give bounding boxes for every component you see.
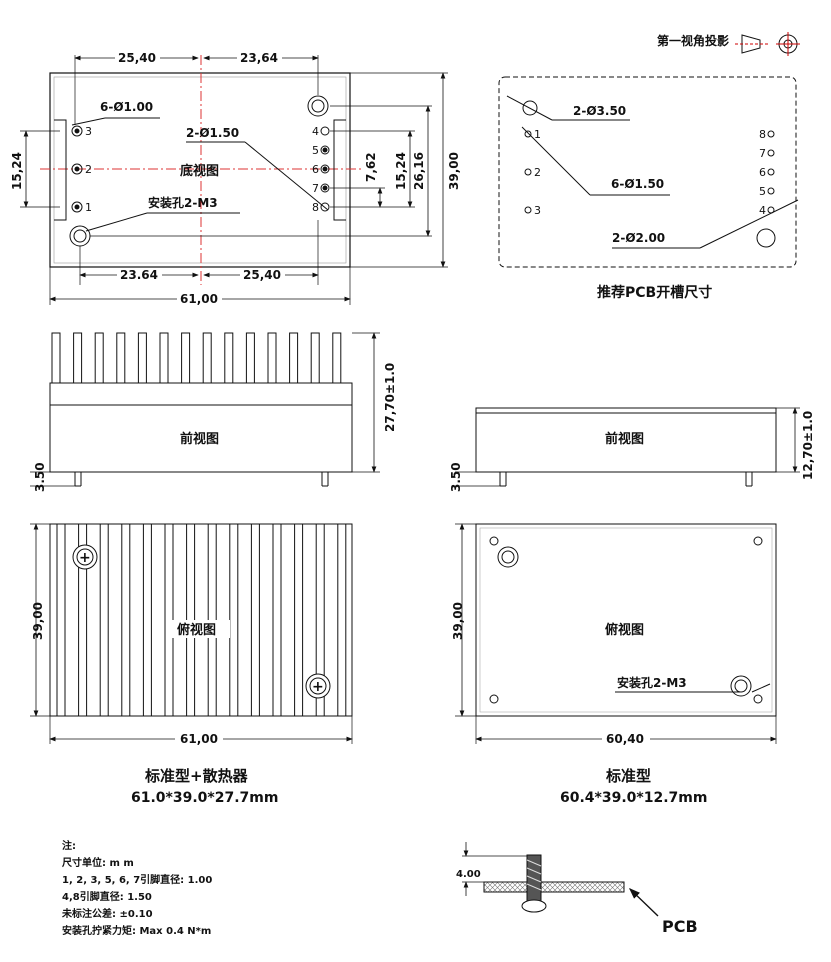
heatsink-fin <box>94 332 104 384</box>
dimension-label: 25,40 <box>243 268 281 282</box>
mount-hole-label: 安装孔2-M3 <box>148 195 218 210</box>
heatsink-fin <box>73 332 83 384</box>
pin-number: 1 <box>534 128 541 141</box>
pin-diameter-label: 2-Ø1.50 <box>186 126 239 140</box>
front-view-heatsink <box>30 332 380 487</box>
dimension-label: 3.50 <box>33 462 47 492</box>
pin-number: 7 <box>759 147 766 160</box>
note-line: 尺寸单位: m m <box>62 858 134 869</box>
pin-number: 2 <box>85 163 92 176</box>
heatsink-fin <box>202 332 212 384</box>
note-line: 未标注公差: ±0.10 <box>62 909 153 920</box>
heatsink-fin <box>332 332 342 384</box>
pin-number: 2 <box>534 166 541 179</box>
dimension-label: 15,24 <box>10 152 24 190</box>
view-title: 俯视图 <box>605 622 644 638</box>
dimension-label: 26,16 <box>412 152 426 190</box>
pin-number: 7 <box>312 182 319 195</box>
dimension-label: 39,00 <box>447 152 461 190</box>
dimension-label: 4.00 <box>456 869 481 880</box>
notes-title: 注: <box>62 841 76 852</box>
heatsink-caption: 标准型+散热器 <box>144 767 249 785</box>
dimension-label: 15,24 <box>394 152 408 190</box>
dimension-label: 39,00 <box>31 602 45 640</box>
pin-number: 4 <box>759 204 766 217</box>
note-line: 1, 2, 3, 5, 6, 7引脚直径: 1.00 <box>62 875 213 886</box>
pin-number: 3 <box>85 125 92 138</box>
pcb-layout-view: 1 2 3 8 7 6 5 4 2-Ø3.50 6-Ø1.50 2-Ø2.00 … <box>498 76 799 301</box>
pin-number: 3 <box>534 204 541 217</box>
dimension-label: 23,64 <box>240 51 278 65</box>
hole-diameter-label: 2-Ø2.00 <box>612 231 665 245</box>
projection-label: 第一视角投影 <box>657 33 729 48</box>
heatsink-fin <box>159 332 169 384</box>
pin-number: 5 <box>312 144 319 157</box>
pin-number: 6 <box>312 163 319 176</box>
heatsink-fin <box>224 332 234 384</box>
mount-detail <box>462 842 659 917</box>
front-view-standard <box>455 407 800 487</box>
heatsink-fin <box>267 332 277 384</box>
right-pins <box>320 126 330 212</box>
note-line: 安装孔拧紧力矩: Max 0.4 N*m <box>62 926 212 937</box>
hole-diameter-label: 2-Ø3.50 <box>573 104 626 118</box>
pin-number: 5 <box>759 185 766 198</box>
dimension-label: 60,40 <box>606 732 644 746</box>
pin-number: 8 <box>759 128 766 141</box>
heatsink-fin <box>181 332 191 384</box>
dimension-label: 61,00 <box>180 292 218 306</box>
view-title: 底视图 <box>180 163 219 179</box>
view-title: 前视图 <box>180 431 219 447</box>
dimension-label: 7,62 <box>364 152 378 182</box>
top-view-standard <box>455 523 777 744</box>
dimension-label: 12,70±1.0 <box>801 411 815 480</box>
heatsink-fin <box>310 332 320 384</box>
standard-caption: 标准型 <box>605 767 651 785</box>
pcb-layout-caption: 推荐PCB开槽尺寸 <box>597 284 712 301</box>
dimension-label: 23.64 <box>120 268 158 282</box>
heatsink-fin <box>289 332 299 384</box>
dimension-label: 27,70±1.0 <box>383 363 397 432</box>
pin-number: 8 <box>312 201 319 214</box>
pin-diameter-label: 6-Ø1.00 <box>100 100 153 114</box>
screw-icon: + <box>79 550 91 566</box>
note-line: 4,8引脚直径: 1.50 <box>62 892 152 903</box>
heatsink-fin <box>51 332 61 384</box>
heatsink-fin <box>245 332 255 384</box>
pin-number: 4 <box>312 125 319 138</box>
pin-number: 6 <box>759 166 766 179</box>
heatsink-size: 61.0*39.0*27.7mm <box>131 790 278 806</box>
mount-hole-label: 安装孔2-M3 <box>617 675 687 690</box>
left-pins <box>71 125 83 213</box>
standard-size: 60.4*39.0*12.7mm <box>560 790 707 806</box>
pin-number: 1 <box>85 201 92 214</box>
notes-block: 注: 尺寸单位: m m 1, 2, 3, 5, 6, 7引脚直径: 1.00 … <box>62 838 212 940</box>
first-angle-projection-icon <box>735 32 800 56</box>
view-title: 俯视图 <box>177 622 216 638</box>
screw-icon: + <box>312 679 324 695</box>
dimension-label: 25,40 <box>118 51 156 65</box>
dimension-label: 61,00 <box>180 732 218 746</box>
view-title: 前视图 <box>605 431 644 447</box>
dimension-label: 3.50 <box>449 462 463 492</box>
dimension-label: 39,00 <box>451 602 465 640</box>
pcb-label: PCB <box>662 917 698 936</box>
heatsink-fin <box>116 332 126 384</box>
heatsink-fin <box>137 332 147 384</box>
hole-diameter-label: 6-Ø1.50 <box>611 177 664 191</box>
bottom-view: 3 2 1 4 5 6 7 8 底视图 6-Ø1.00 2-Ø1.50 安装孔2… <box>10 51 461 306</box>
